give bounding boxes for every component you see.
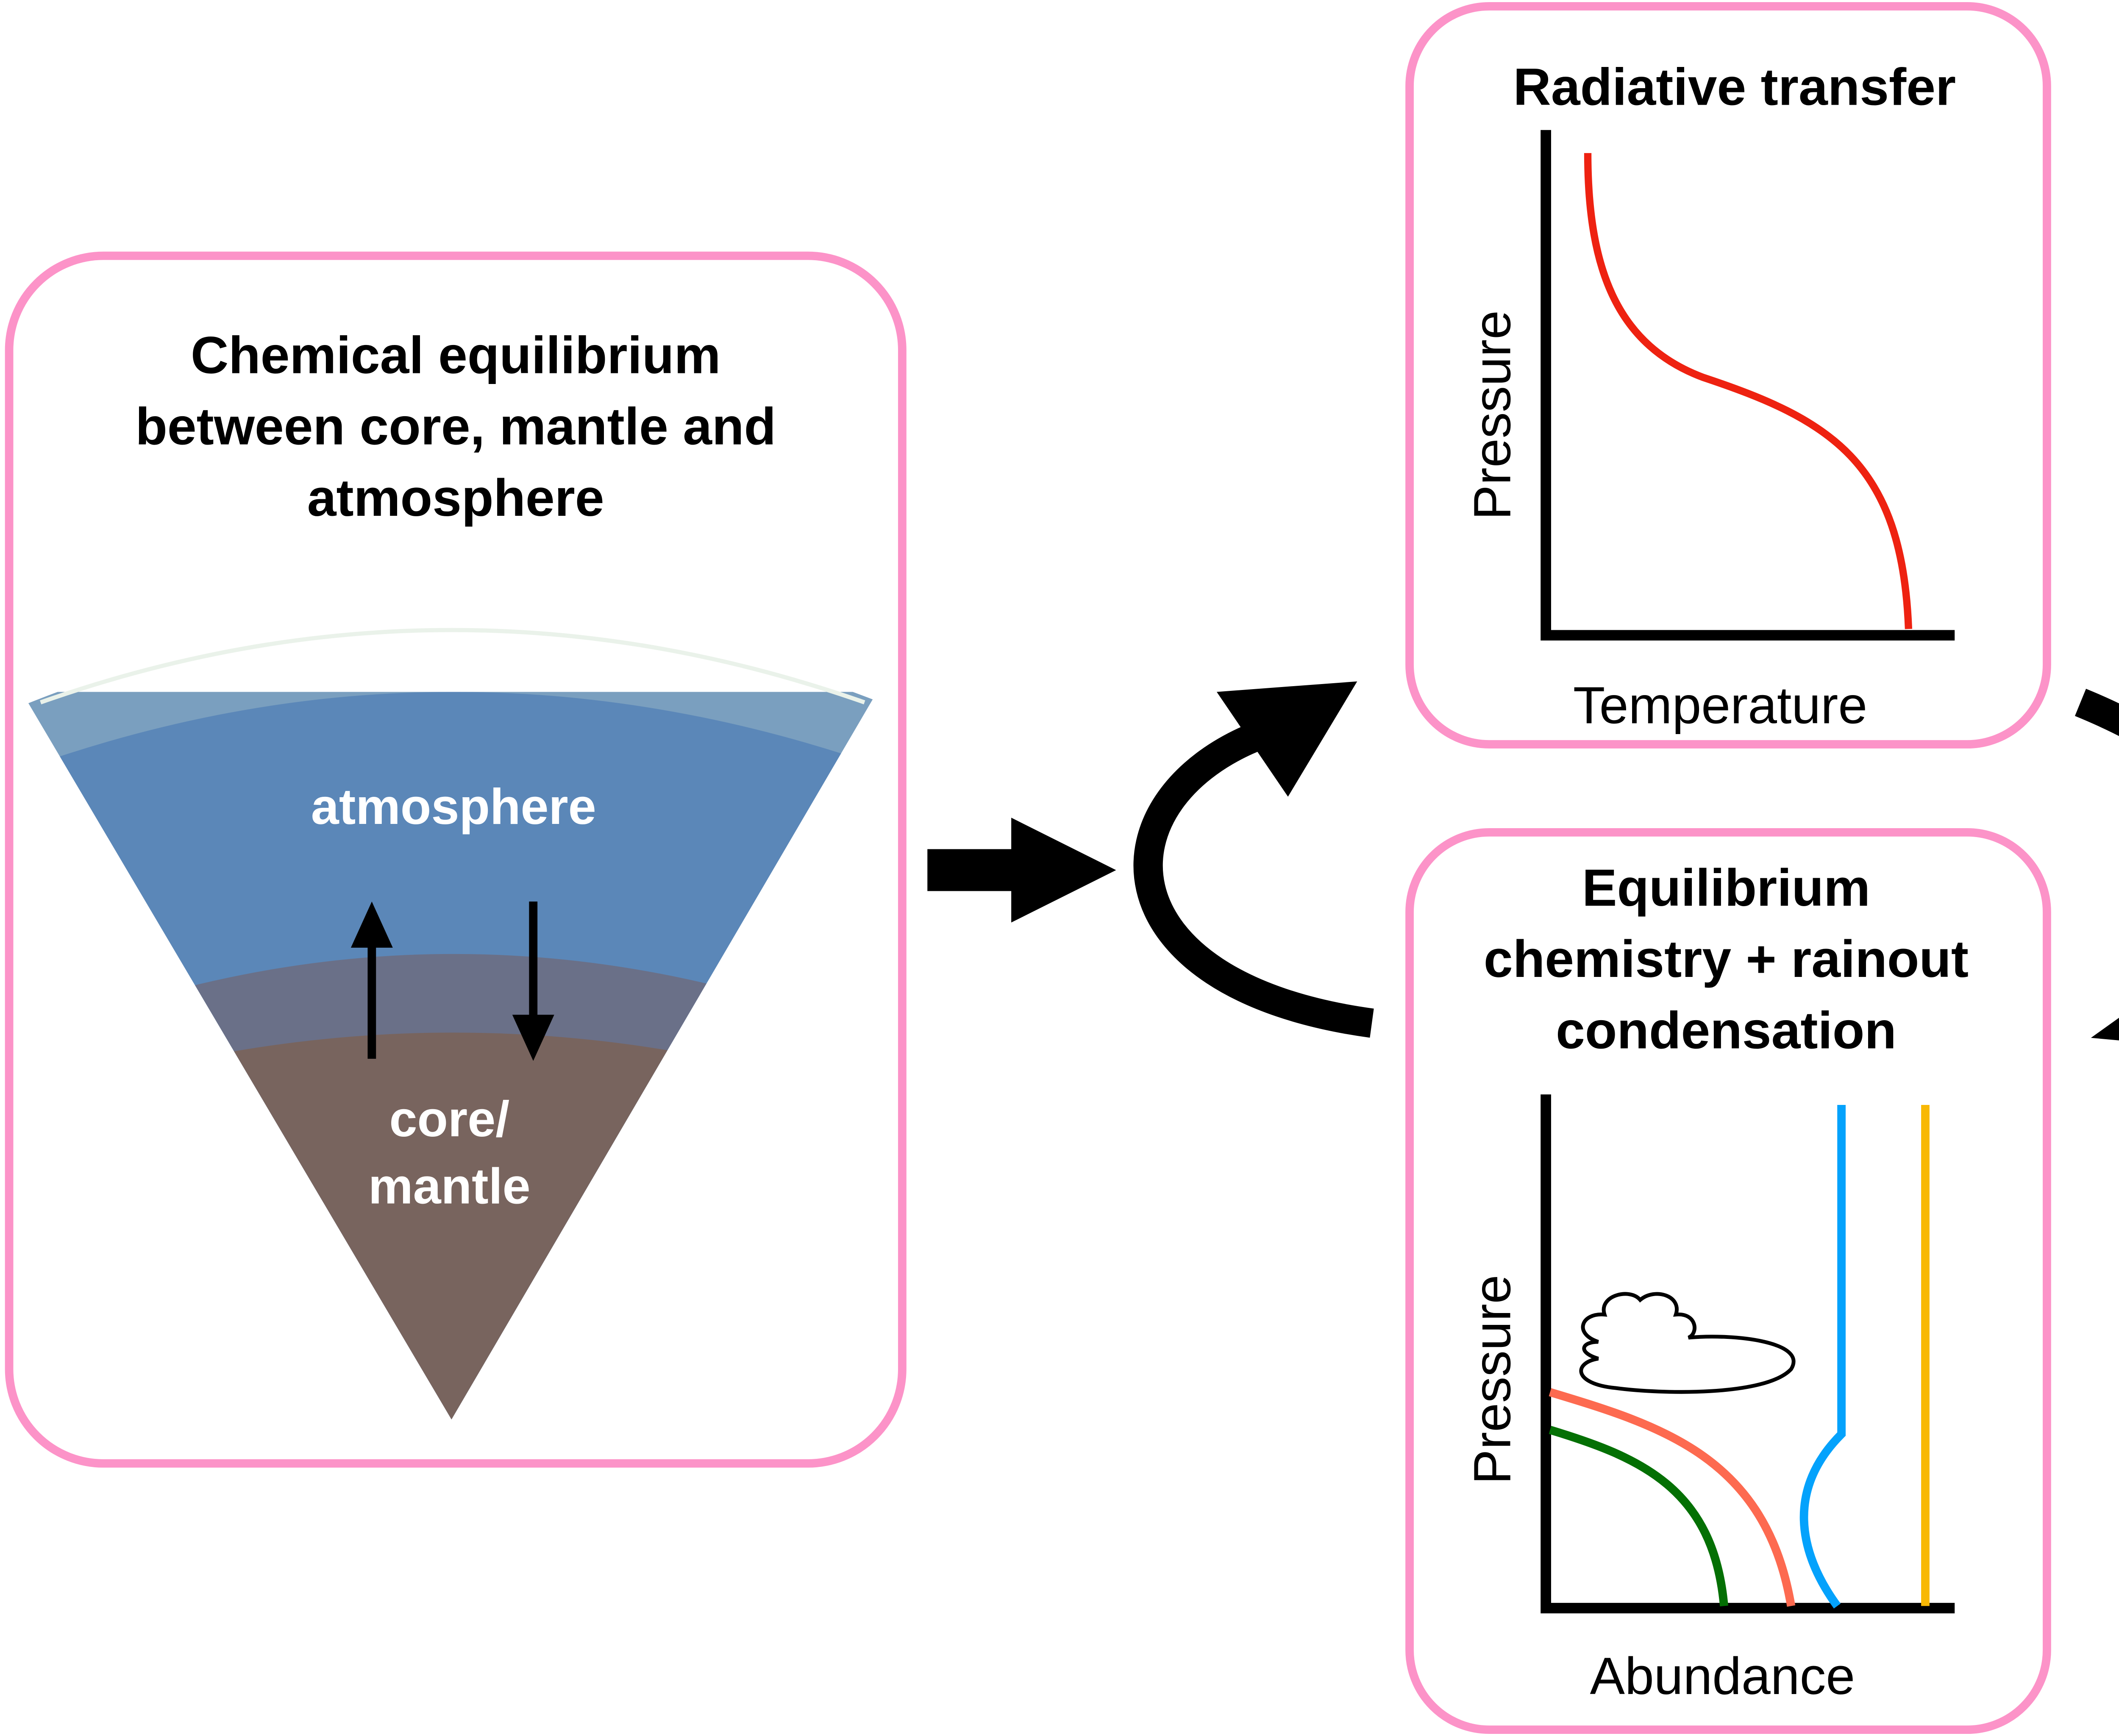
equilibrium-title-line-3: condensation (1556, 1001, 1897, 1060)
radiative-ylabel: Pressure (1463, 310, 1522, 520)
cloud-icon (1579, 1292, 1796, 1394)
arrow-down-icon (512, 901, 554, 1061)
core-label-line-1: core/ (389, 1091, 510, 1147)
panel-core-equilibrium: Chemical equilibrium between core, mantl… (5, 251, 907, 1468)
species-salmon-curve (1549, 1388, 1796, 1607)
temperature-profile-curve (1584, 153, 1913, 629)
core-title-line-3: atmosphere (307, 469, 604, 527)
radiative-title: Radiative transfer (1513, 58, 1956, 116)
core-label-line-2: mantle (368, 1158, 531, 1214)
panel-equilibrium-border (1405, 828, 2051, 1734)
equilibrium-axes (1541, 1094, 1955, 1614)
arrow-right-icon (927, 818, 1116, 923)
panel-equilibrium-chemistry: Equilibrium chemistry + rainout condensa… (1405, 828, 2051, 1734)
arrow-up-icon (350, 901, 393, 1059)
equilibrium-title-line-2: chemistry + rainout (1484, 930, 1969, 988)
equilibrium-title-line-1: Equilibrium (1582, 859, 1870, 917)
core-title-line-1: Chemical equilibrium (191, 326, 721, 385)
radiative-xlabel: Temperature (1573, 676, 1867, 735)
atmosphere-label: atmosphere (311, 779, 596, 835)
panel-radiative-transfer: Radiative transfer Pressure Temperature (1405, 2, 2051, 749)
equilibrium-xlabel: Abundance (1590, 1647, 1855, 1705)
equilibrium-ylabel: Pressure (1463, 1275, 1522, 1485)
panel-radiative-border (1405, 2, 2051, 749)
species-blue-curve (1799, 1104, 1846, 1609)
cycle-arrow-down-icon (2075, 689, 2119, 1040)
cycle-arrow-up-icon (1133, 681, 1374, 1038)
species-green-curve (1549, 1426, 1728, 1607)
radiative-axes (1541, 130, 1955, 641)
core-title-line-2: between core, mantle and (135, 398, 776, 456)
wedge-top-edge (40, 628, 865, 704)
